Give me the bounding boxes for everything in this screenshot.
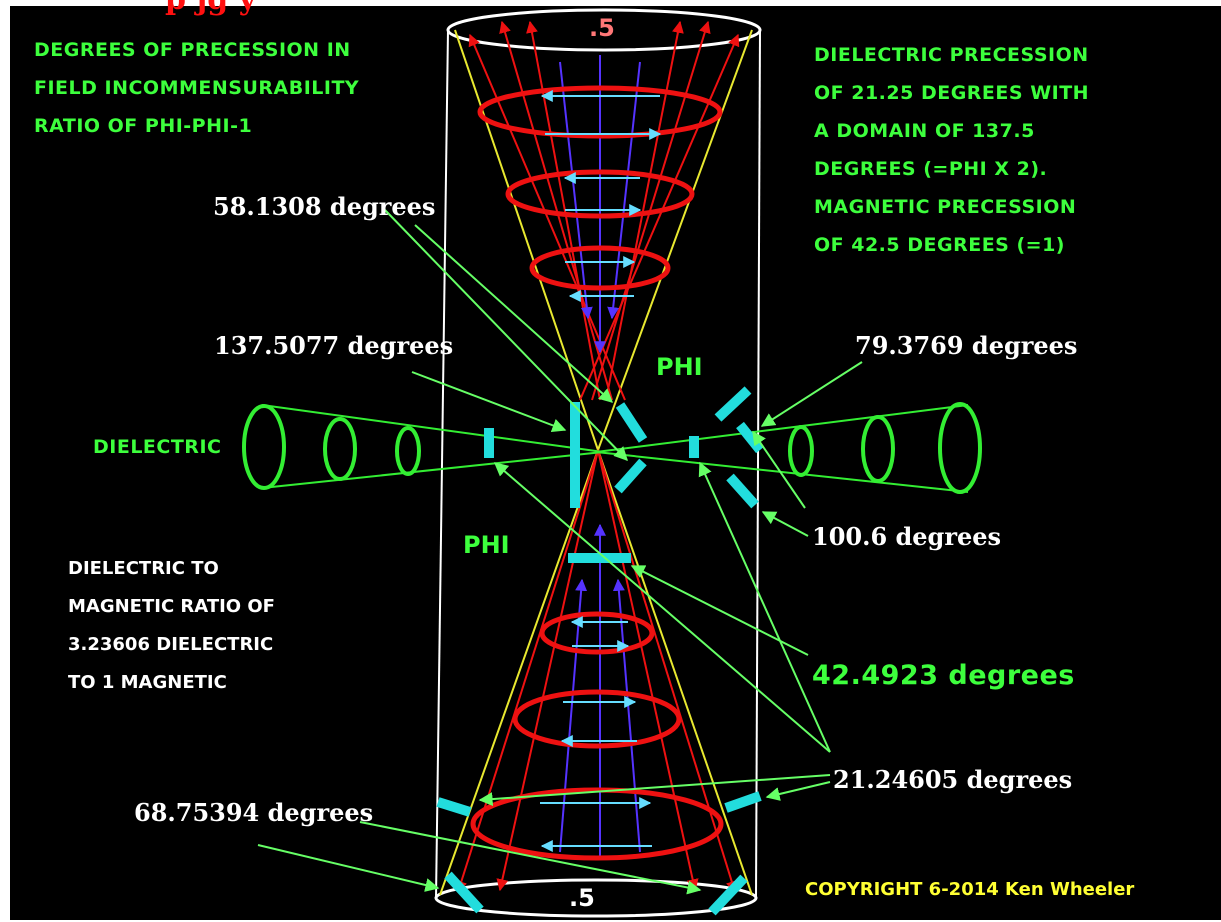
phi-label-lower: PHI [463,531,510,559]
label-137-degrees: 137.5077 degrees [214,331,454,360]
pointer-lines [257,209,863,895]
cylinder-right-wall [755,29,761,899]
half-label-top: .5 [589,14,615,42]
red-precession-lines [455,20,740,894]
label-21-degrees: 21.24605 degrees [833,765,1073,794]
bottom-left-line: DIELECTRIC TO [68,558,219,579]
clipped-title: p jg y [165,0,256,17]
label-58-degrees: 58.1308 degrees [213,192,436,221]
top-right-line: DIELECTRIC PRECESSION [814,44,1089,66]
left-ring-medium [323,417,357,481]
red-rings [470,85,724,861]
top-left-line: DEGREES OF PRECESSION IN [34,39,351,61]
dielectric-label: DIELECTRIC [93,436,222,458]
pointer-68-b [359,821,702,895]
pointer-21-d [765,781,831,801]
label-100-degrees: 100.6 degrees [812,522,1002,551]
pointer-100-a [752,430,806,509]
top-right-line: MAGNETIC PRECESSION [814,196,1077,218]
pointer-100-b [761,511,809,537]
cylinder [434,8,762,918]
top-right-note: DIELECTRIC PRECESSION OF 21.25 DEGREES W… [814,36,1089,264]
label-79-degrees: 79.3769 degrees [855,331,1078,360]
bottom-left-line: 3.23606 DIELECTRIC [68,634,274,655]
right-ring-large [938,402,982,494]
dielectric-cones [242,402,982,494]
pointer-68-a [257,844,440,892]
top-right-line: OF 21.25 DEGREES WITH [814,82,1090,104]
bottom-left-line: MAGNETIC RATIO OF [68,596,275,617]
pointer-21-a [493,462,831,753]
cylinder-bottom-rim [434,878,758,918]
top-left-note: DEGREES OF PRECESSION IN FIELD INCOMMENS… [34,31,359,145]
half-label-bottom: .5 [569,884,595,912]
label-42-degrees: 42.4923 degrees [812,660,1075,691]
label-68-degrees: 68.75394 degrees [134,798,374,827]
left-ring-small [395,426,421,476]
bottom-left-line: TO 1 MAGNETIC [68,672,227,693]
top-right-line: A DOMAIN OF 137.5 [814,120,1035,142]
pointer-79 [760,361,863,427]
top-left-line: RATIO OF PHI-PHI-1 [34,115,253,137]
top-left-line: FIELD INCOMMENSURABILITY [34,77,360,99]
pointer-137 [411,371,567,433]
pointer-58-a [384,209,628,462]
cyan-circulation-arrows [540,90,662,852]
top-right-line: DEGREES (=PHI X 2). [814,158,1048,180]
pointer-58-b [414,224,614,403]
right-ring-small [788,425,814,477]
left-ring-large [242,404,286,490]
pointer-21-b [698,461,831,753]
diagram-panel [10,6,1221,920]
pointer-21-c [478,774,831,807]
right-ring-medium [861,415,895,483]
bottom-left-note: DIELECTRIC TO MAGNETIC RATIO OF 3.23606 … [68,550,275,702]
yellow-cone [439,29,753,896]
top-right-line: OF 42.5 DEGREES (=1) [814,234,1065,256]
copyright-notice: COPYRIGHT 6-2014 Ken Wheeler [805,879,1135,900]
phi-label-upper: PHI [656,353,703,381]
cylinder-left-wall [435,29,449,899]
